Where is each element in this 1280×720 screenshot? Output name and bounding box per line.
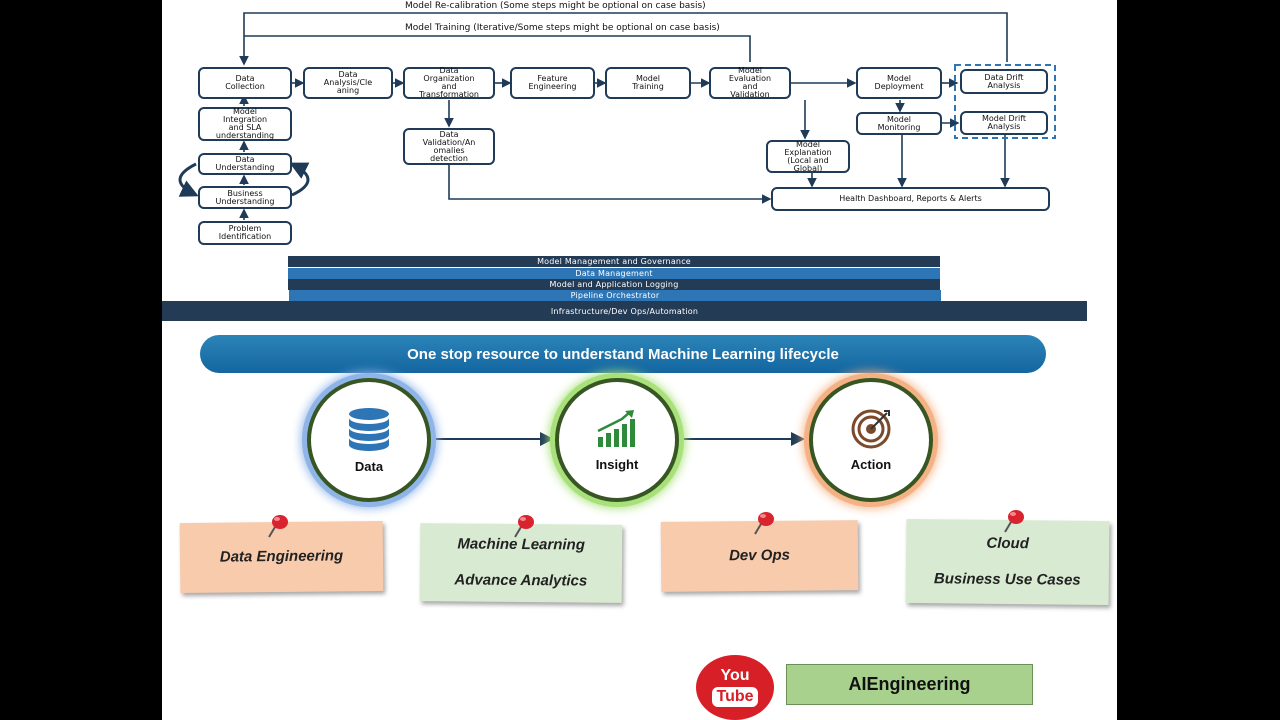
circle-action: Action bbox=[809, 378, 933, 502]
note-cloud-line1: Cloud bbox=[986, 534, 1030, 553]
circle-insight-label: Insight bbox=[595, 456, 639, 472]
step-business-understanding: Business Understanding bbox=[198, 186, 292, 209]
step-data-validation: Data Validation/An omalies detection bbox=[403, 128, 495, 165]
youtube-logo-line2: Tube bbox=[712, 687, 758, 707]
step-health-dashboard: Health Dashboard, Reports & Alerts bbox=[771, 187, 1050, 211]
training-label: Model Training (Iterative/Some steps mig… bbox=[405, 23, 720, 33]
circle-action-label: Action bbox=[850, 456, 892, 472]
pushpin-icon bbox=[514, 515, 534, 538]
step-model-training: Model Training bbox=[605, 67, 691, 99]
slide: Model Re-calibration (Some steps might b… bbox=[162, 0, 1117, 720]
youtube-logo[interactable]: You Tube bbox=[696, 655, 774, 720]
target-icon bbox=[851, 409, 891, 448]
circle-insight: Insight bbox=[555, 378, 679, 502]
step-data-collection: Data Collection bbox=[198, 67, 292, 99]
step-model-monitoring: Model Monitoring bbox=[856, 112, 942, 135]
step-data-understanding: Data Understanding bbox=[198, 153, 292, 175]
drift-group-outline bbox=[954, 64, 1056, 139]
note-dev-ops-line1: Dev Ops bbox=[728, 546, 790, 565]
band-data-management: Data Management bbox=[288, 268, 940, 279]
step-data-drift: Data Drift Analysis bbox=[960, 69, 1048, 94]
band-logging: Model and Application Logging bbox=[288, 279, 940, 290]
circle-data: Data bbox=[307, 378, 431, 502]
step-feature-engineering: Feature Engineering bbox=[510, 67, 595, 99]
band-model-management: Model Management and Governance bbox=[288, 256, 940, 267]
step-model-evaluation: Model Evaluation and Validation bbox=[709, 67, 791, 99]
step-model-integration: Model Integration and SLA understanding bbox=[198, 107, 292, 141]
brand-name: AIEngineering bbox=[786, 664, 1033, 705]
recalibration-label: Model Re-calibration (Some steps might b… bbox=[405, 1, 706, 11]
pushpin-icon bbox=[1004, 510, 1024, 533]
pushpin-icon bbox=[268, 515, 288, 538]
note-data-engineering-line1: Data Engineering bbox=[219, 547, 344, 566]
note-machine-learning-line2: Advance Analytics bbox=[454, 571, 588, 590]
pushpin-icon bbox=[754, 512, 774, 535]
band-pipeline-orchestrator: Pipeline Orchestrator bbox=[289, 290, 941, 301]
step-data-analysis: Data Analysis/Cle aning bbox=[303, 67, 393, 99]
band-infrastructure: Infrastructure/Dev Ops/Automation bbox=[162, 301, 1087, 321]
youtube-logo-line1: You bbox=[720, 667, 750, 684]
growth-chart-icon bbox=[597, 409, 635, 447]
step-data-organization: Data Organization and Transformation bbox=[403, 67, 495, 99]
diagram-connectors bbox=[178, 12, 1056, 220]
note-cloud-line2: Business Use Cases bbox=[933, 570, 1081, 589]
step-model-explanation: Model Explanation (Local and Global) bbox=[766, 140, 850, 173]
step-problem-identification: Problem Identification bbox=[198, 221, 292, 245]
step-model-drift: Model Drift Analysis bbox=[960, 111, 1048, 135]
database-icon bbox=[349, 407, 389, 451]
lifecycle-banner: One stop resource to understand Machine … bbox=[200, 335, 1046, 373]
step-model-deployment: Model Deployment bbox=[856, 67, 942, 99]
circle-data-label: Data bbox=[354, 458, 384, 474]
circle-connectors bbox=[435, 432, 805, 446]
